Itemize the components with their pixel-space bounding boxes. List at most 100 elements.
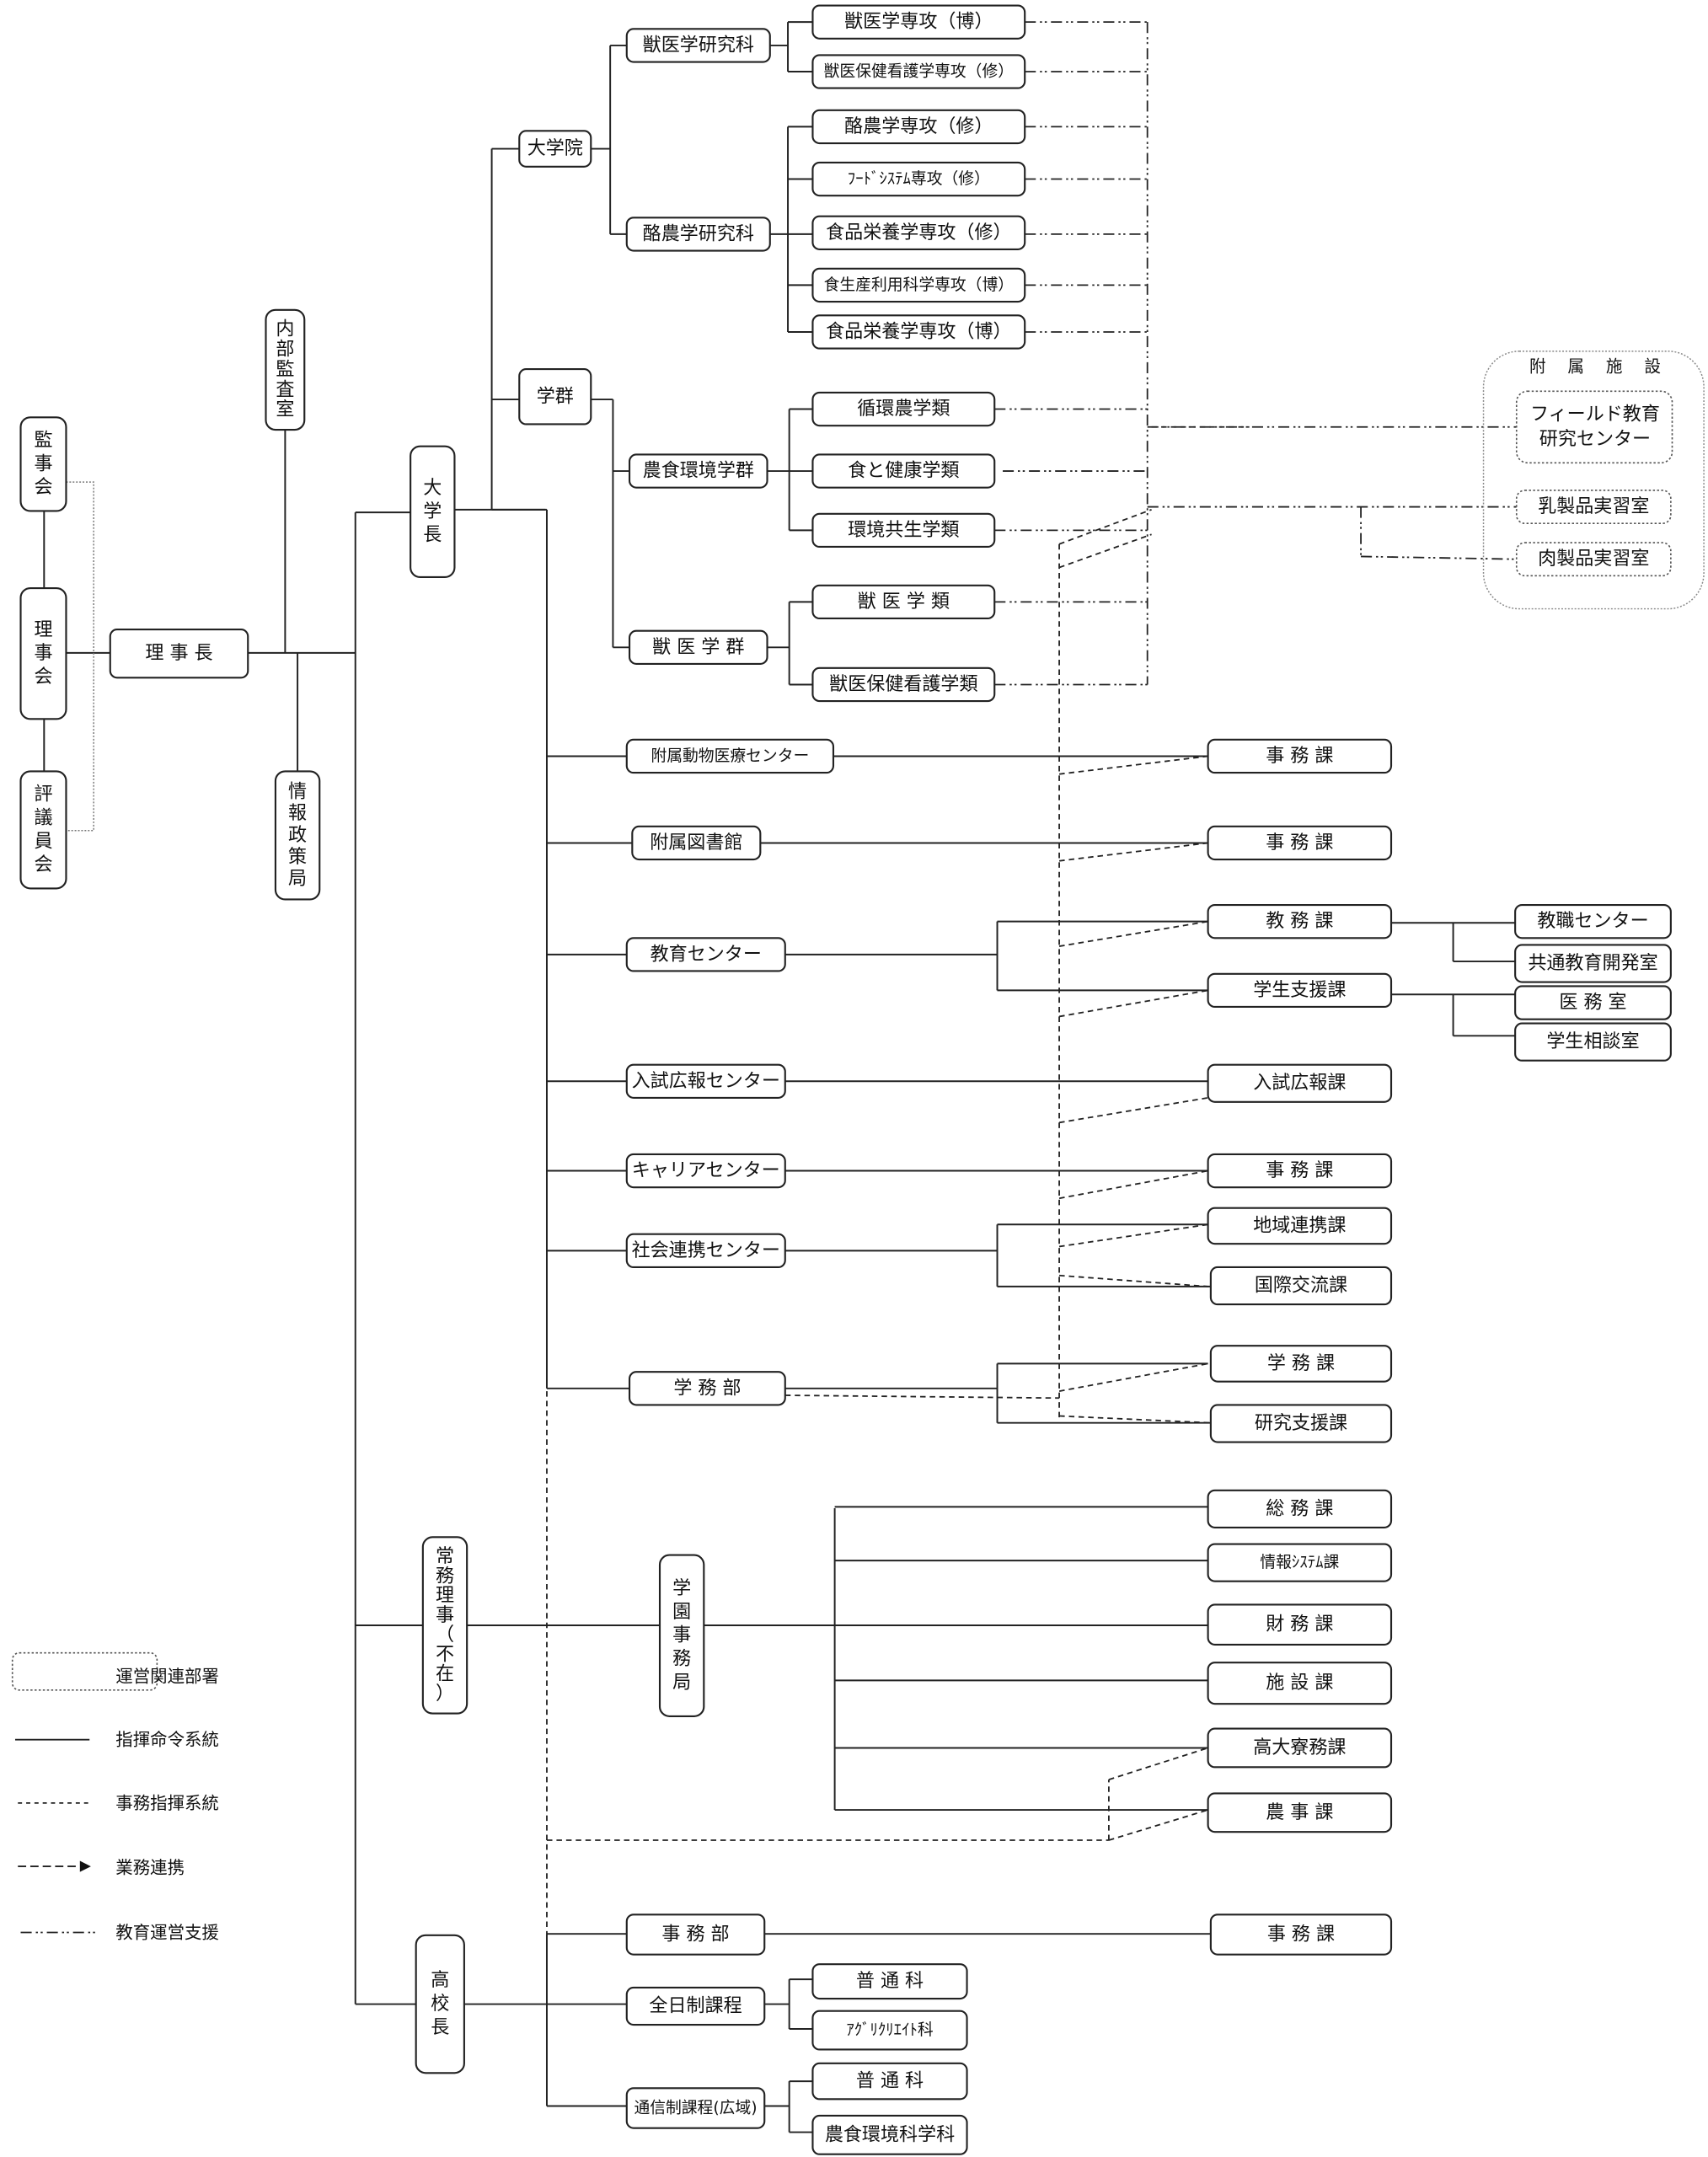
office-section-3[interactable]: 施 設 課 xyxy=(1207,1662,1393,1705)
class-4[interactable]: 獣医保健看護学類 xyxy=(811,666,996,703)
office-section-2-label: 財 務 課 xyxy=(1266,1614,1333,1635)
facility-dairy-lab[interactable]: 乳製品実習室 xyxy=(1515,490,1672,525)
chairman-box[interactable]: 理 事 長 xyxy=(109,629,249,679)
vet-grad-box[interactable]: 獣医学研究科 xyxy=(625,28,771,63)
councilors-box-char: 会 xyxy=(34,854,52,875)
major-6[interactable]: 食品栄養学専攻（博） xyxy=(811,314,1026,350)
center-4[interactable]: キャリアセンター xyxy=(625,1153,786,1189)
office-section-3-frame xyxy=(1207,1662,1393,1705)
major-0-frame xyxy=(811,4,1026,40)
section-1[interactable]: 事 務 課 xyxy=(1207,825,1393,861)
section-7-frame xyxy=(1209,1266,1393,1306)
board-box[interactable]: 理事会 xyxy=(19,586,67,720)
class-1[interactable]: 食と健康学類 xyxy=(811,453,996,489)
arrow-head-icon xyxy=(79,1860,91,1872)
class-1-frame xyxy=(811,453,996,489)
center-1[interactable]: 附属図書館 xyxy=(631,825,762,861)
president-box-char: 大 xyxy=(423,478,442,499)
section-8[interactable]: 学 務 課 xyxy=(1209,1345,1393,1383)
subunit-1[interactable]: 共通教育開発室 xyxy=(1514,944,1672,983)
office-section-5[interactable]: 農 事 課 xyxy=(1207,1792,1393,1833)
center-6[interactable]: 学 務 部 xyxy=(628,1371,786,1406)
fulltime-course-0[interactable]: 普 通 科 xyxy=(811,1963,968,2000)
exec-director-box-char: 常 xyxy=(436,1546,454,1567)
major-5[interactable]: 食生産利用科学専攻（博） xyxy=(811,267,1026,303)
exec-director-box-char: 不 xyxy=(436,1644,454,1665)
facility-field-center[interactable]: フィールド教育 研究センター xyxy=(1515,390,1673,464)
agri-group-box-frame xyxy=(628,453,768,489)
major-1[interactable]: 獣医保健看護学専攻（修） xyxy=(811,54,1026,89)
correspondence-box[interactable]: 通信制課程(広域) xyxy=(625,2087,766,2129)
subunit-3[interactable]: 学生相談室 xyxy=(1514,1022,1672,1062)
hs-office-section[interactable]: 事 務 課 xyxy=(1209,1913,1393,1956)
internal-audit-box-char: 監 xyxy=(276,359,294,380)
center-5[interactable]: 社会連携センター xyxy=(625,1233,786,1269)
section-4[interactable]: 入試広報課 xyxy=(1207,1063,1393,1103)
fulltime-course-1[interactable]: ｱｸﾞﾘｸﾘｴｲﾄ科 xyxy=(811,2010,968,2051)
president-box[interactable]: 大学長 xyxy=(410,445,456,579)
office-section-2[interactable]: 財 務 課 xyxy=(1207,1603,1393,1646)
center-3-label: 入試広報センター xyxy=(632,1071,780,1092)
section-6[interactable]: 地域連携課 xyxy=(1207,1207,1393,1245)
affiliated-facilities-heading: 附 属 施 設 xyxy=(1529,356,1669,376)
office-section-0[interactable]: 総 務 課 xyxy=(1207,1489,1393,1528)
corr-course-0[interactable]: 普 通 科 xyxy=(811,2062,968,2101)
vet-group-box-label: 獣 医 学 群 xyxy=(652,637,744,658)
center-0[interactable]: 附属動物医療センター xyxy=(625,738,835,774)
agri-group-box[interactable]: 農食環境学群 xyxy=(628,453,768,489)
board-box-frame xyxy=(19,586,67,720)
affiliated-facilities-group xyxy=(1482,351,1705,610)
subunit-1-label: 共通教育開発室 xyxy=(1528,953,1657,974)
subunit-2[interactable]: 医 務 室 xyxy=(1514,985,1672,1020)
exec-director-box-char: 事 xyxy=(436,1605,454,1626)
fulltime-box[interactable]: 全日制課程 xyxy=(625,1986,766,2026)
section-5[interactable]: 事 務 課 xyxy=(1207,1153,1393,1189)
class-0[interactable]: 循環農学類 xyxy=(811,391,996,427)
subunit-0-label: 教職センター xyxy=(1537,911,1648,932)
major-4[interactable]: 食品栄養学専攻（修） xyxy=(811,215,1026,250)
board-box-char: 会 xyxy=(34,666,52,688)
facility-meat-lab[interactable]: 肉製品実習室 xyxy=(1515,542,1672,577)
section-0[interactable]: 事 務 課 xyxy=(1207,738,1393,774)
office-section-1[interactable]: 情報ｼｽﾃﾑ課 xyxy=(1207,1543,1393,1582)
center-0-label: 附属動物医療センター xyxy=(651,747,809,765)
campus-office-box-frame xyxy=(658,1554,705,1717)
principal-box[interactable]: 高校長 xyxy=(415,1934,465,2074)
section-3[interactable]: 学生支援課 xyxy=(1207,972,1393,1009)
auditors-box[interactable]: 監事会 xyxy=(19,416,67,512)
corr-course-1-frame xyxy=(811,2114,968,2155)
major-5-frame xyxy=(811,267,1026,303)
class-0-frame xyxy=(811,391,996,427)
section-9[interactable]: 研究支援課 xyxy=(1209,1404,1393,1443)
hs-office-box[interactable]: 事 務 部 xyxy=(625,1913,766,1956)
subunit-3-frame xyxy=(1514,1022,1672,1062)
dairy-grad-box[interactable]: 酪農学研究科 xyxy=(625,217,771,252)
faculty-group-box[interactable]: 学群 xyxy=(518,368,592,426)
graduate-school-box[interactable]: 大学院 xyxy=(518,130,592,168)
legend-label-3: 業務連携 xyxy=(115,1858,185,1878)
president-box-char: 長 xyxy=(423,525,442,546)
vet-group-box[interactable]: 獣 医 学 群 xyxy=(628,629,768,666)
class-3[interactable]: 獣 医 学 類 xyxy=(811,584,996,620)
class-2[interactable]: 環境共生学類 xyxy=(811,512,996,549)
major-3[interactable]: ﾌｰﾄﾞｼｽﾃﾑ専攻（修） xyxy=(811,161,1026,197)
office-section-4[interactable]: 高大寮務課 xyxy=(1207,1727,1393,1769)
class-3-frame xyxy=(811,584,996,620)
subunit-0[interactable]: 教職センター xyxy=(1514,903,1672,939)
section-7[interactable]: 国際交流課 xyxy=(1209,1266,1393,1306)
section-2[interactable]: 教 務 課 xyxy=(1207,903,1393,939)
vet-group-box-frame xyxy=(628,629,768,666)
center-2[interactable]: 教育センター xyxy=(625,937,786,972)
corr-course-1[interactable]: 農食環境科学科 xyxy=(811,2114,968,2155)
center-4-frame xyxy=(625,1153,786,1189)
center-3[interactable]: 入試広報センター xyxy=(625,1063,786,1099)
office-section-0-frame xyxy=(1207,1489,1393,1528)
major-0[interactable]: 獣医学専攻（博） xyxy=(811,4,1026,40)
section-7-label: 国際交流課 xyxy=(1255,1276,1347,1297)
major-2[interactable]: 酪農学専攻（修） xyxy=(811,109,1026,145)
